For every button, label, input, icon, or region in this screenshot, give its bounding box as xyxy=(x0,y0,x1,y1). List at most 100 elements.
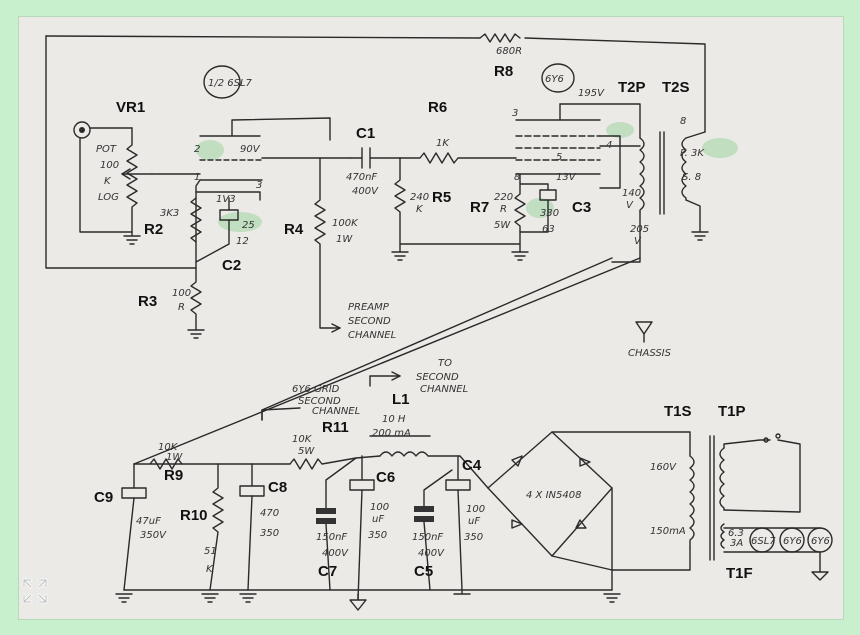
c9-capacitor xyxy=(121,463,147,591)
ref-r7: R7 xyxy=(470,199,489,216)
c3-voltage: 63 xyxy=(542,224,555,235)
preamp-arrow xyxy=(331,323,341,333)
r10-value: 51 xyxy=(204,546,217,557)
b-plus-voltage-unit: V xyxy=(634,236,642,247)
chassis-note: CHASSIS xyxy=(628,348,672,359)
c2-voltage: 12 xyxy=(236,236,249,247)
cathode-voltage-2: 13V xyxy=(556,172,577,183)
c6-unit: uF xyxy=(372,514,384,525)
r9-value: 10K xyxy=(158,442,179,453)
ref-c6: C6 xyxy=(376,469,395,486)
r10-unit: K xyxy=(206,564,214,575)
pin-label: 1 xyxy=(194,172,200,183)
ref-t2s: T2S xyxy=(662,79,690,96)
bridge-note: 4 X IN5408 xyxy=(526,490,581,501)
ref-c2: C2 xyxy=(222,257,241,274)
pot-k: K xyxy=(104,176,112,187)
pin-label: 8 xyxy=(514,172,520,183)
r11-value: 10K xyxy=(292,434,313,445)
smudge xyxy=(196,140,224,160)
c5-capacitor xyxy=(414,469,453,591)
ref-vr1: VR1 xyxy=(116,99,145,116)
t2-primary: P. 3K xyxy=(680,148,705,159)
c6-voltage: 350 xyxy=(368,530,387,541)
r7-unit: R xyxy=(500,204,507,215)
pot-value: 100 xyxy=(100,160,119,171)
t1-power-transformer xyxy=(689,433,833,581)
tube1-label: 1/2 6SL7 xyxy=(208,78,253,89)
pin-label: 3 xyxy=(256,180,262,191)
ref-c4: C4 xyxy=(462,457,482,474)
c9-voltage: 350V xyxy=(140,530,167,541)
c7-voltage: 400V xyxy=(322,548,349,559)
smudge xyxy=(218,212,262,232)
screen-voltage: 140 xyxy=(622,188,641,199)
expand-icon[interactable] xyxy=(20,576,50,606)
ref-r9: R9 xyxy=(164,467,183,484)
c4-capacitor xyxy=(445,455,471,591)
cathode-voltage-1: 1V3 xyxy=(216,194,236,205)
r9-watt: 1W xyxy=(166,452,183,463)
pin-label: 5 xyxy=(556,152,562,163)
t2-output-transformer xyxy=(611,131,709,263)
ref-c9: C9 xyxy=(94,489,113,506)
c7-capacitor xyxy=(316,457,357,591)
t1s-voltage: 160V xyxy=(650,462,677,473)
ref-c3: C3 xyxy=(572,199,591,216)
tube2-label: 6Y6 xyxy=(545,74,564,85)
vr1-potentiometer xyxy=(73,121,153,245)
c1-capacitor xyxy=(349,147,401,169)
ref-t1f: T1F xyxy=(726,565,753,582)
r6-value: 1K xyxy=(436,138,450,149)
c2-capacitor xyxy=(195,197,239,263)
power-supply-bus xyxy=(133,435,489,489)
ref-r2: R2 xyxy=(144,221,163,238)
pot-label: POT xyxy=(96,144,117,155)
ref-c1: C1 xyxy=(356,125,375,142)
r7-resistor xyxy=(511,181,529,261)
r4-watt: 1W xyxy=(336,234,353,245)
t2-secondary: S. 8 xyxy=(682,172,701,183)
c2-value: 25 xyxy=(242,220,255,231)
feedback-loop-wire xyxy=(45,33,706,269)
ref-r11: R11 xyxy=(322,419,349,436)
triode-6sl7 xyxy=(151,65,331,269)
r8-value: 680R xyxy=(496,46,522,57)
r11-watt: 5W xyxy=(298,446,315,457)
r4-resistor xyxy=(261,157,351,329)
expand-icon-glyph xyxy=(22,578,48,604)
c3-value: 330 xyxy=(540,208,559,219)
preamp-note-2: SECOND xyxy=(348,316,391,327)
heater-6y6-a: 6Y6 xyxy=(783,536,802,547)
chassis-ground-symbol xyxy=(635,321,653,343)
to-note-3: CHANNEL xyxy=(420,384,468,395)
ref-t2p: T2P xyxy=(618,79,646,96)
c3-capacitor xyxy=(519,183,557,233)
plate-voltage-2: 195V xyxy=(578,88,605,99)
ref-t1p: T1P xyxy=(718,403,746,420)
c1-voltage: 400V xyxy=(352,186,379,197)
c6-capacitor xyxy=(349,455,375,601)
pin-label: 3 xyxy=(512,108,518,119)
ref-c7: C7 xyxy=(318,563,337,580)
r3-value: 100 xyxy=(172,288,191,299)
ref-r10: R10 xyxy=(180,507,208,524)
b-plus-voltage: 205 xyxy=(630,224,649,235)
screen-voltage-unit: V xyxy=(626,200,634,211)
t1s-current: 150mA xyxy=(650,526,686,537)
preamp-note-1: PREAMP xyxy=(348,302,390,313)
to-note-1: TO xyxy=(438,358,452,369)
r5-value: 240 xyxy=(410,192,429,203)
ref-l1: L1 xyxy=(392,391,410,408)
c4-unit: uF xyxy=(468,516,480,527)
ref-r6: R6 xyxy=(428,99,447,116)
ref-r8: R8 xyxy=(494,63,513,80)
heater-6sl7: 6SL7 xyxy=(751,536,776,547)
r3-resistor xyxy=(187,267,205,339)
c4-value: 100 xyxy=(466,504,485,515)
r6-resistor xyxy=(399,152,517,164)
r10-resistor xyxy=(209,463,224,591)
pin-label: 8 xyxy=(680,116,686,127)
c5-value: 150nF xyxy=(412,532,443,543)
